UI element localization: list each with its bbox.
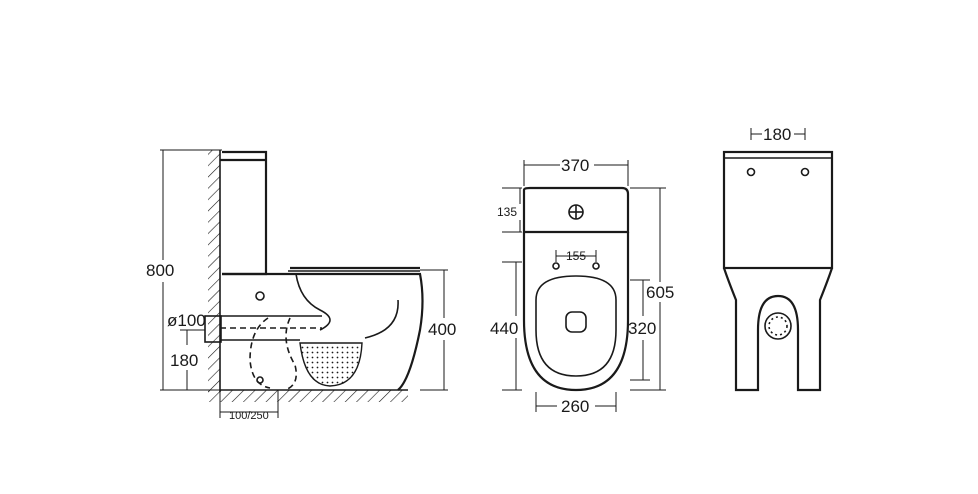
- dim-370: 370: [561, 156, 589, 175]
- water-trap: [299, 342, 363, 387]
- side-view: 800 ø100 180 400 100/250: [146, 149, 456, 422]
- outlet-icon: [764, 312, 792, 340]
- wall-hatch: [208, 150, 220, 392]
- floor-hatch: [208, 390, 408, 402]
- dim-440: 440: [490, 319, 518, 338]
- top-view: 370 135 155 605 440 320 260: [490, 156, 674, 416]
- drain-pipe: [204, 315, 222, 343]
- top-tank: [522, 186, 630, 234]
- bowl-body: [222, 272, 424, 391]
- dim-135: 135: [497, 205, 517, 219]
- dim-260: 260: [561, 397, 589, 416]
- dim-180-side: 180: [170, 351, 198, 370]
- dim-155: 155: [566, 249, 586, 263]
- side-hole-icon: [255, 291, 265, 301]
- seat-hinge: [565, 311, 587, 333]
- dim-400: 400: [428, 320, 456, 339]
- back-body: [722, 267, 834, 392]
- top-seat: [535, 275, 617, 377]
- tank-outline: [222, 150, 268, 276]
- dim-320: 320: [628, 319, 656, 338]
- back-view: 180: [722, 125, 834, 392]
- dim-180-back: 180: [763, 125, 791, 144]
- dim-rough-in: 100/250: [229, 410, 269, 422]
- dim-605: 605: [646, 283, 674, 302]
- back-tank: [722, 150, 834, 270]
- top-bowl: [522, 232, 630, 392]
- dim-800: 800: [146, 261, 174, 280]
- dim-pipe-diameter: ø100: [167, 311, 206, 330]
